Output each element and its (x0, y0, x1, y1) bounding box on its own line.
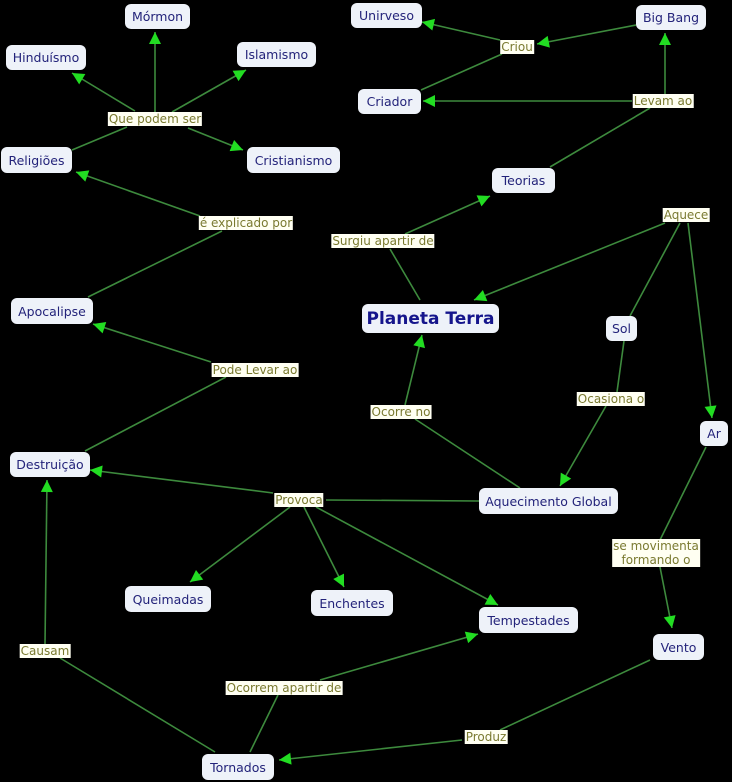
link-e-explicado-por[interactable]: é explicado por (198, 216, 294, 230)
arrowhead-icon (190, 570, 204, 582)
link-provoca[interactable]: Provoca (274, 493, 324, 507)
concept-islamismo[interactable]: Islamismo (237, 42, 316, 67)
connection-line (303, 506, 345, 588)
connection-line (189, 506, 291, 583)
arrowhead-icon (484, 594, 498, 605)
connection-line (404, 195, 491, 235)
connection-line (87, 230, 223, 298)
arrowhead-icon (537, 35, 550, 48)
arrowhead-icon (659, 33, 671, 45)
concept-tempestades[interactable]: Tempestades (479, 607, 578, 633)
connection-line (559, 405, 607, 487)
arrowhead-icon (93, 321, 107, 334)
connection-line (616, 340, 625, 393)
link-pode-levar-ao[interactable]: Pode Levar ao (211, 363, 299, 377)
concept-sol[interactable]: Sol (606, 316, 637, 341)
concept-tornados[interactable]: Tornados (202, 754, 274, 780)
concept-vento[interactable]: Vento (653, 634, 704, 660)
concept-hinduismo[interactable]: Hinduísmo (6, 45, 86, 70)
connection-line (414, 418, 521, 489)
connection-line (536, 24, 637, 45)
connection-line (389, 248, 421, 301)
link-line-2: formando o (621, 553, 691, 567)
link-ocorrem-apartir-de[interactable]: Ocorrem apartir de (225, 681, 343, 695)
concept-criador[interactable]: Criador (358, 89, 421, 114)
arrowhead-icon (474, 289, 488, 302)
concept-destruicao[interactable]: Destruição (10, 452, 90, 477)
arrowhead-icon (423, 95, 435, 107)
connection-line (71, 72, 136, 112)
concept-mormon[interactable]: Mórmon (125, 4, 190, 29)
connection-line (687, 222, 713, 419)
concept-cristianismo[interactable]: Cristianismo (247, 147, 340, 173)
concept-unirveso[interactable]: Unirveso (351, 3, 422, 28)
concept-queimadas[interactable]: Queimadas (125, 586, 211, 612)
connection-line (499, 659, 651, 731)
arrowhead-icon (333, 573, 344, 587)
connection-line (89, 469, 274, 494)
concept-planeta-terra[interactable]: Planeta Terra (362, 304, 499, 333)
connection-line (421, 21, 501, 41)
connection-line (278, 739, 463, 761)
arrowhead-icon (72, 73, 86, 85)
arrowhead-icon (90, 465, 103, 478)
link-produz[interactable]: Produz (464, 730, 508, 744)
arrowhead-icon (76, 170, 90, 182)
arrowhead-icon (476, 195, 490, 207)
connection-line (84, 376, 227, 452)
concept-teorias[interactable]: Teorias (492, 168, 555, 193)
connection-line (629, 222, 681, 317)
concept-apocalipse[interactable]: Apocalipse (11, 298, 93, 324)
arrowhead-icon (232, 70, 246, 82)
link-que-podem-ser[interactable]: Que podem ser (107, 112, 203, 126)
arrowhead-icon (704, 405, 717, 418)
concept-big-bang[interactable]: Big Bang (636, 5, 706, 30)
arrowhead-icon (422, 18, 436, 31)
link-ocasiona-o[interactable]: Ocasiona o (576, 392, 646, 406)
connection-line (315, 506, 499, 606)
concept-ar[interactable]: Ar (700, 421, 728, 446)
concept-enchentes[interactable]: Enchentes (311, 590, 393, 616)
arrowhead-icon (229, 139, 243, 152)
concept-aquecimento-global[interactable]: Aquecimento Global (479, 488, 618, 514)
arrowhead-icon (40, 480, 53, 493)
link-causam[interactable]: Causam (19, 644, 71, 658)
connection-line (44, 479, 48, 645)
connection-line (473, 222, 666, 301)
arrowhead-icon (560, 472, 572, 486)
arrowhead-icon (413, 335, 425, 349)
arrowhead-icon (464, 631, 478, 644)
connection-line (171, 69, 247, 113)
link-levam-ao[interactable]: Levam ao (632, 94, 694, 108)
connection-line (549, 107, 651, 168)
connection-line (319, 633, 479, 681)
link-criou[interactable]: Criou (500, 40, 534, 54)
link-surgiu-apartir-de[interactable]: Surgiu apartir de (331, 234, 435, 248)
link-aquece[interactable]: Aquece (662, 208, 710, 222)
connection-line (92, 323, 212, 363)
arrowhead-icon (149, 32, 161, 44)
link-se-movimenta-formando-o[interactable]: se movimenta formando o (612, 539, 700, 567)
link-line-1: se movimenta (613, 539, 699, 553)
concept-religioes[interactable]: Religiões (1, 147, 72, 173)
connection-line (75, 171, 201, 217)
connection-line (420, 53, 503, 91)
link-ocorre-no[interactable]: Ocorre no (370, 405, 432, 419)
connection-line (59, 657, 216, 753)
connection-line (659, 446, 707, 541)
connection-line (404, 334, 423, 406)
arrowhead-icon (279, 752, 292, 765)
connection-line (249, 694, 279, 753)
connection-line (325, 499, 480, 502)
arrowhead-icon (663, 615, 676, 628)
connection-line (71, 126, 128, 151)
